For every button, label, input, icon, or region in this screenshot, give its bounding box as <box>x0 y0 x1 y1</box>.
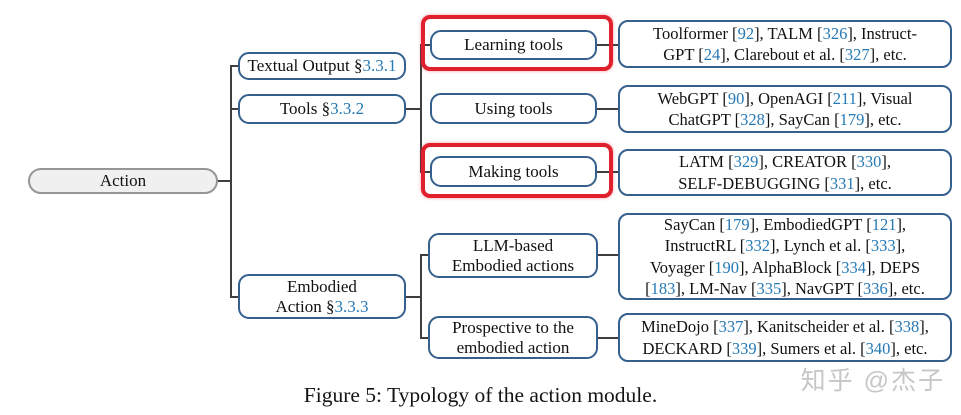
node-making-tools: Making tools <box>430 156 597 187</box>
connector-line <box>420 254 430 256</box>
node-prospective-embodied-action: Prospective to the embodied action <box>428 316 598 359</box>
node-tools: Tools §3.3.2 <box>238 94 406 124</box>
node-action: Action <box>28 168 218 194</box>
highlight-box-making-tools <box>421 143 613 198</box>
connector-line <box>230 296 240 298</box>
connector-line <box>420 254 422 338</box>
citation-line: InstructRL [332], Lynch et al. [333], <box>664 236 906 255</box>
node-label-line: Action §3.3.3 <box>275 296 369 316</box>
citation-box-learning-tools: Toolformer [92], TALM [326], Instruct- GP… <box>618 20 952 68</box>
section-number: 3.3.3 <box>334 296 369 316</box>
node-embodied-action: Embodied Action §3.3.3 <box>238 274 406 319</box>
node-using-tools: Using tools <box>430 93 597 124</box>
connector-line <box>420 337 430 339</box>
citation-line: [183], LM-Nav [335], NavGPT [336], etc. <box>645 279 925 298</box>
citation-line: MineDojo [337], Kanitscheider et al. [33… <box>641 317 929 336</box>
citation-box-llm-based-embodied-actions: SayCan [179], EmbodiedGPT [121], Instruct… <box>618 213 952 300</box>
connector-line <box>217 180 231 182</box>
section-number: 3.3.2 <box>330 99 365 118</box>
node-label-line: embodied action <box>456 337 570 357</box>
citation-box-making-tools: LATM [329], CREATOR [330], SELF-DEBUGGING… <box>618 149 952 196</box>
node-label: Tools §3.3.2 <box>279 99 365 118</box>
citation-line: SayCan [179], EmbodiedGPT [121], <box>663 214 907 234</box>
connector-line <box>596 254 619 256</box>
connector-line <box>595 44 619 46</box>
citation-line: DECKARD [339], Sumers et al. [340], etc. <box>642 338 928 358</box>
node-label: Textual Output §3.3.1 <box>247 56 397 75</box>
node-label-line: LLM-based <box>472 235 554 255</box>
node-label-line: Embodied actions <box>451 255 575 275</box>
connector-line <box>230 65 232 297</box>
node-label: Action <box>99 171 147 190</box>
connector-line <box>420 44 432 46</box>
node-label: Using tools <box>474 98 553 118</box>
highlight-box-learning-tools <box>421 15 613 71</box>
citation-line: ChatGPT [328], SayCan [179], etc. <box>668 110 902 129</box>
connector-line <box>405 108 421 110</box>
connector-line <box>230 65 240 67</box>
connector-line <box>420 44 422 172</box>
section-number: 3.3.1 <box>362 56 397 75</box>
citation-line: SELF-DEBUGGING [331], etc. <box>678 173 892 193</box>
connector-line <box>420 171 432 173</box>
node-llm-based-embodied-actions: LLM-based Embodied actions <box>428 233 598 278</box>
citation-box-prospective-embodied-action: MineDojo [337], Kanitscheider et al. [33… <box>618 313 952 362</box>
watermark: 知乎 @杰子 <box>800 367 945 395</box>
node-label-line: Embodied <box>287 276 357 296</box>
connector-line <box>405 296 421 298</box>
node-learning-tools: Learning tools <box>430 30 597 60</box>
citation-line: Voyager [190], AlphaBlock [334], DEPS <box>649 257 921 277</box>
node-textual-output: Textual Output §3.3.1 <box>238 52 406 80</box>
node-label: Making tools <box>468 161 559 181</box>
citation-line: WebGPT [90], OpenAGI [211], Visual <box>657 88 913 108</box>
connector-line <box>230 108 240 110</box>
citation-line: GPT [24], Clarebout et al. [327], etc. <box>663 45 907 64</box>
node-label: Learning tools <box>464 35 563 54</box>
node-label-line: Prospective to the <box>452 317 574 337</box>
figure-caption: Figure 5: Typology of the action module. <box>303 383 658 407</box>
connector-line <box>595 171 619 173</box>
citation-line: Toolformer [92], TALM [326], Instruct- <box>653 23 917 43</box>
connector-line <box>596 337 619 339</box>
connector-line <box>595 108 619 110</box>
citation-line: LATM [329], CREATOR [330], <box>679 152 891 171</box>
